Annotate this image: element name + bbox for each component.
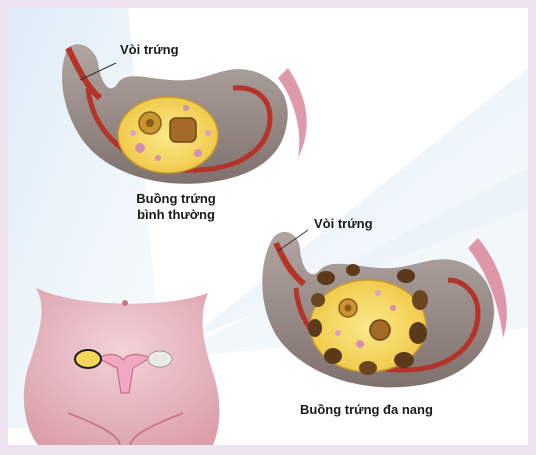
body-silhouette	[24, 288, 220, 445]
normal-ovary-label-line2: bình thường	[136, 207, 215, 223]
normal-ovary-label: Buồng trứng bình thường	[136, 191, 215, 223]
tube-normal-label: Vòi trứng	[120, 42, 179, 58]
normal-ovary-label-line1: Buồng trứng	[136, 191, 215, 207]
highlighted-ovary	[75, 350, 101, 368]
ovary-illustration	[8, 8, 528, 445]
diagram-frame: Vòi trứng Buồng trứng bình thường Vòi tr…	[8, 8, 528, 445]
tube-pcos-label: Vòi trứng	[314, 216, 373, 232]
pcos-ovary-label: Buồng trứng đa nang	[300, 402, 433, 418]
